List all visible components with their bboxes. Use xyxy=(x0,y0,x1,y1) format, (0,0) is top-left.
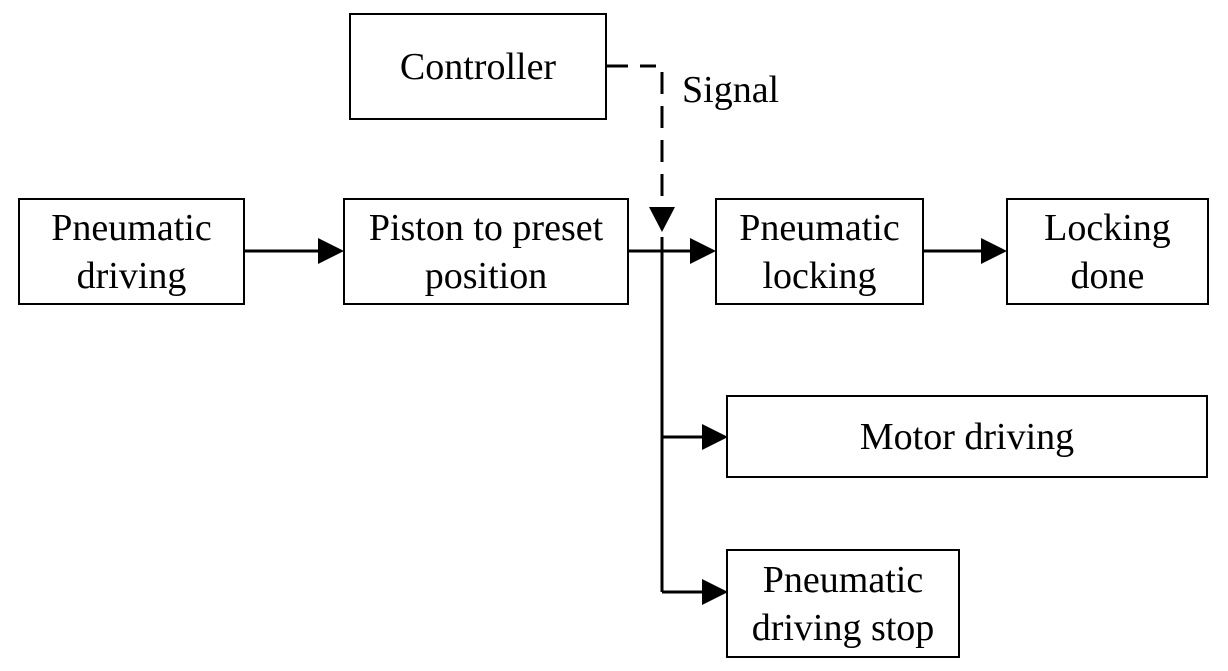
node-label: done xyxy=(1070,254,1145,297)
node-motor-driving: Motor driving xyxy=(726,395,1208,478)
arrowhead-icon xyxy=(690,238,716,264)
node-label: driving xyxy=(76,254,187,297)
node-label: Piston to preset xyxy=(368,206,604,249)
node-label: driving stop xyxy=(751,606,935,649)
node-label: Pneumatic xyxy=(739,206,900,249)
signal-label: Signal xyxy=(682,69,780,111)
node-piston-to-preset-position: Piston to preset position xyxy=(343,198,629,305)
arrowhead-icon xyxy=(702,579,728,605)
node-label: Pneumatic xyxy=(51,206,212,249)
node-label: Locking xyxy=(1044,206,1171,249)
node-pneumatic-locking: Pneumatic locking xyxy=(715,198,924,305)
signal-dashed-edge xyxy=(606,64,664,208)
node-label: locking xyxy=(762,254,877,297)
node-label: Pneumatic xyxy=(762,558,924,601)
signal-arrowhead-icon xyxy=(649,207,675,232)
arrowhead-icon xyxy=(318,238,344,264)
node-controller: Controller xyxy=(349,13,607,120)
arrowhead-icon xyxy=(702,424,728,450)
node-label: Controller xyxy=(399,45,557,88)
node-pneumatic-driving-stop: Pneumatic driving stop xyxy=(726,549,960,658)
arrowhead-icon xyxy=(981,238,1007,264)
node-label: position xyxy=(424,254,548,297)
node-label: Motor driving xyxy=(859,415,1075,458)
node-pneumatic-driving: Pneumatic driving xyxy=(18,198,245,305)
node-locking-done: Locking done xyxy=(1006,198,1209,305)
